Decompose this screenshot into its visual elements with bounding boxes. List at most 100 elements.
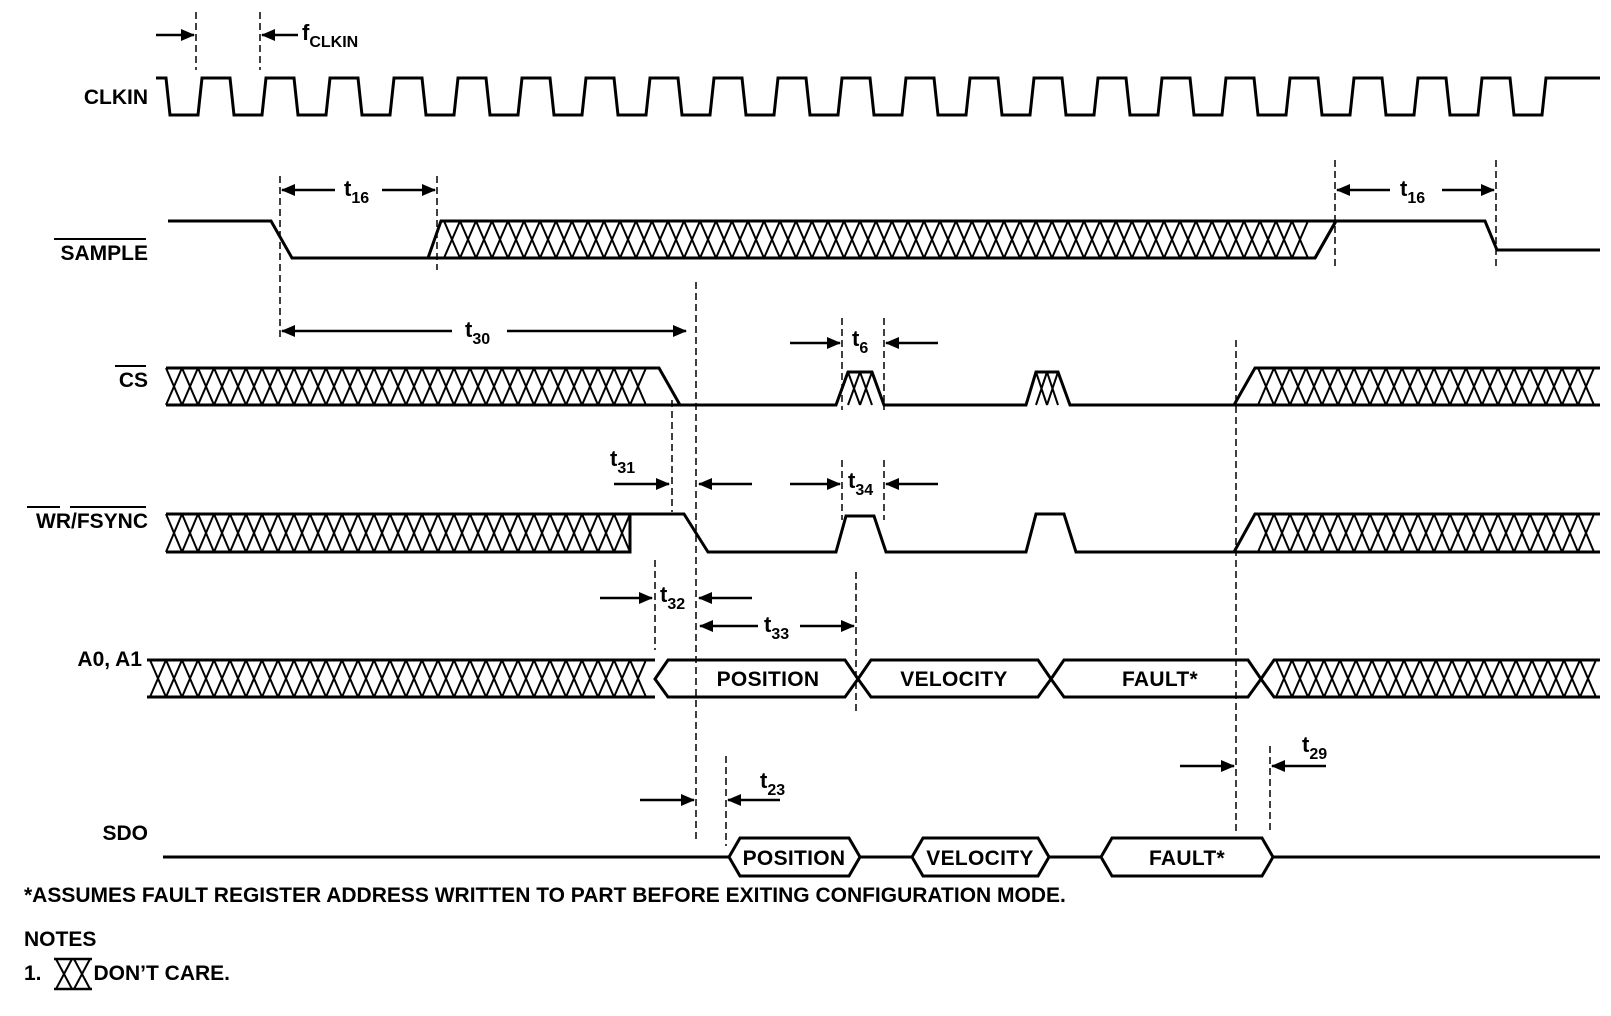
svg-text:fCLKIN: fCLKIN [302, 20, 358, 51]
svg-text:t31: t31 [610, 446, 635, 477]
sample-hatch-stroke [603, 220, 621, 259]
note-item-number: 1. [24, 962, 42, 985]
wr-right-hatch-stroke [1369, 513, 1387, 553]
sample-hatch-stroke [731, 220, 749, 259]
cs-left-hatch-stroke [565, 367, 583, 406]
sample-hatch-stroke [443, 220, 461, 259]
sample-waveform [168, 219, 1600, 260]
a0-left-hatch-stroke [197, 659, 215, 698]
a0-right-hatch-stroke [1419, 659, 1437, 698]
cs-left-hatch-stroke [277, 367, 295, 406]
a0-right-hatch-stroke [1371, 659, 1389, 698]
a0-a1-dont-care-left [147, 658, 655, 699]
svg-text:t34: t34 [848, 468, 873, 499]
sample-hatch-stroke [523, 220, 541, 259]
t16-left-marker: t16 [279, 176, 438, 340]
cs-right-hatch-stroke [1481, 367, 1499, 406]
sample-hatch-stroke [891, 220, 909, 259]
cs-pulse1-hatch-stroke [847, 371, 861, 406]
cs-left-hatch-stroke [213, 367, 231, 406]
cs-left-hatch-stroke [485, 367, 503, 406]
sample-hatch-stroke [699, 220, 717, 259]
t34-marker: t34 [790, 460, 938, 520]
a0-right-hatch-stroke [1435, 659, 1453, 698]
sample-hatch-stroke [1067, 220, 1085, 259]
cs-left-hatch-stroke [181, 367, 199, 406]
sample-hatch-stroke [875, 220, 893, 259]
cs-left-hatch-stroke [549, 367, 567, 406]
sample-hatch-stroke [779, 220, 797, 259]
svg-text:t29: t29 [1302, 732, 1327, 763]
t33-main: t [764, 612, 772, 637]
svg-text:t33: t33 [764, 612, 789, 643]
a0-left-hatch-stroke [309, 659, 327, 698]
t23-main: t [760, 768, 768, 793]
t29-sub: 29 [1309, 746, 1327, 763]
t6-sub: 6 [859, 340, 868, 357]
sample-hatch-stroke [1275, 220, 1293, 259]
wr-left-hatch-stroke [501, 513, 519, 553]
t23-marker: t23 [640, 756, 785, 846]
a0-left-hatch-stroke [325, 659, 343, 698]
a0-right-hatch-stroke [1467, 659, 1485, 698]
a0-left-hatch-stroke [581, 659, 599, 698]
sample-hatch-stroke [747, 220, 765, 259]
cs-pulse1-hatch-stroke [859, 371, 873, 406]
sample-hatch-stroke [1147, 220, 1165, 259]
a0-left-hatch-stroke [453, 659, 471, 698]
wr-left-hatch-stroke [453, 513, 471, 553]
sample-hatch-stroke [1291, 220, 1309, 259]
t29-marker: t29 [1180, 732, 1327, 832]
sample-hatch-stroke [955, 220, 973, 259]
cs-left-hatch-stroke [341, 367, 359, 406]
cs-left-hatch-stroke [453, 367, 471, 406]
a0-left-hatch-stroke [501, 659, 519, 698]
sample-hatch-stroke [843, 220, 861, 259]
cs-right-hatch-stroke [1577, 367, 1595, 406]
t23-sub: 23 [767, 782, 785, 799]
sample-hatch-stroke [571, 220, 589, 259]
a0-left-hatch-stroke [613, 659, 631, 698]
sample-hatch-stroke [987, 220, 1005, 259]
t32-main: t [660, 582, 668, 607]
cs-left-hatch-stroke [581, 367, 599, 406]
f-clkin-marker: fCLKIN [156, 12, 358, 70]
cs-pulse2-hatch-stroke [1035, 371, 1048, 406]
cs-left-hatch-stroke [245, 367, 263, 406]
cs-right-hatch-stroke [1273, 367, 1291, 406]
wr-left-hatch-stroke [229, 513, 247, 553]
f-clkin-main: f [302, 20, 310, 45]
sample-hatch-stroke [1131, 220, 1149, 259]
wr-left-hatch-stroke [469, 513, 487, 553]
wr-left-hatch-stroke [261, 513, 279, 553]
cs-left-hatch-stroke [613, 367, 631, 406]
sample-hatch-stroke [859, 220, 877, 259]
a0-a1-bus [147, 658, 1600, 699]
sample-hatch-stroke [1211, 220, 1229, 259]
cs-left-hatch-stroke [261, 367, 279, 406]
t30-marker: t30 [281, 282, 697, 840]
wr-left-hatch-stroke [293, 513, 311, 553]
sdo-fault-label: FAULT* [1149, 847, 1226, 870]
a0-left-hatch-stroke [533, 659, 551, 698]
cs-right-hatch-stroke [1417, 367, 1435, 406]
t34-sub: 34 [855, 482, 873, 499]
a0-left-hatch-stroke [213, 659, 231, 698]
a0-left-hatch-stroke [341, 659, 359, 698]
wr-left-hatch-stroke [181, 513, 199, 553]
a0-right-hatch-stroke [1403, 659, 1421, 698]
a0-a1-velocity-label: VELOCITY [900, 668, 1007, 691]
a0-left-hatch-stroke [277, 659, 295, 698]
wr-left-hatch-stroke [389, 513, 407, 553]
sample-hatch-stroke [539, 220, 557, 259]
wr-left-hatch-stroke [597, 513, 615, 553]
cs-left-hatch-stroke [373, 367, 391, 406]
sdo-label: SDO [102, 822, 148, 845]
sample-hatch-stroke [1019, 220, 1037, 259]
cs-left-hatch-stroke [389, 367, 407, 406]
wr-left-hatch-stroke [213, 513, 231, 553]
cs-left-hatch-stroke [597, 367, 615, 406]
a0-right-hatch-stroke [1275, 659, 1293, 698]
cs-right-hatch-stroke [1337, 367, 1355, 406]
cs-left-hatch-stroke [293, 367, 311, 406]
